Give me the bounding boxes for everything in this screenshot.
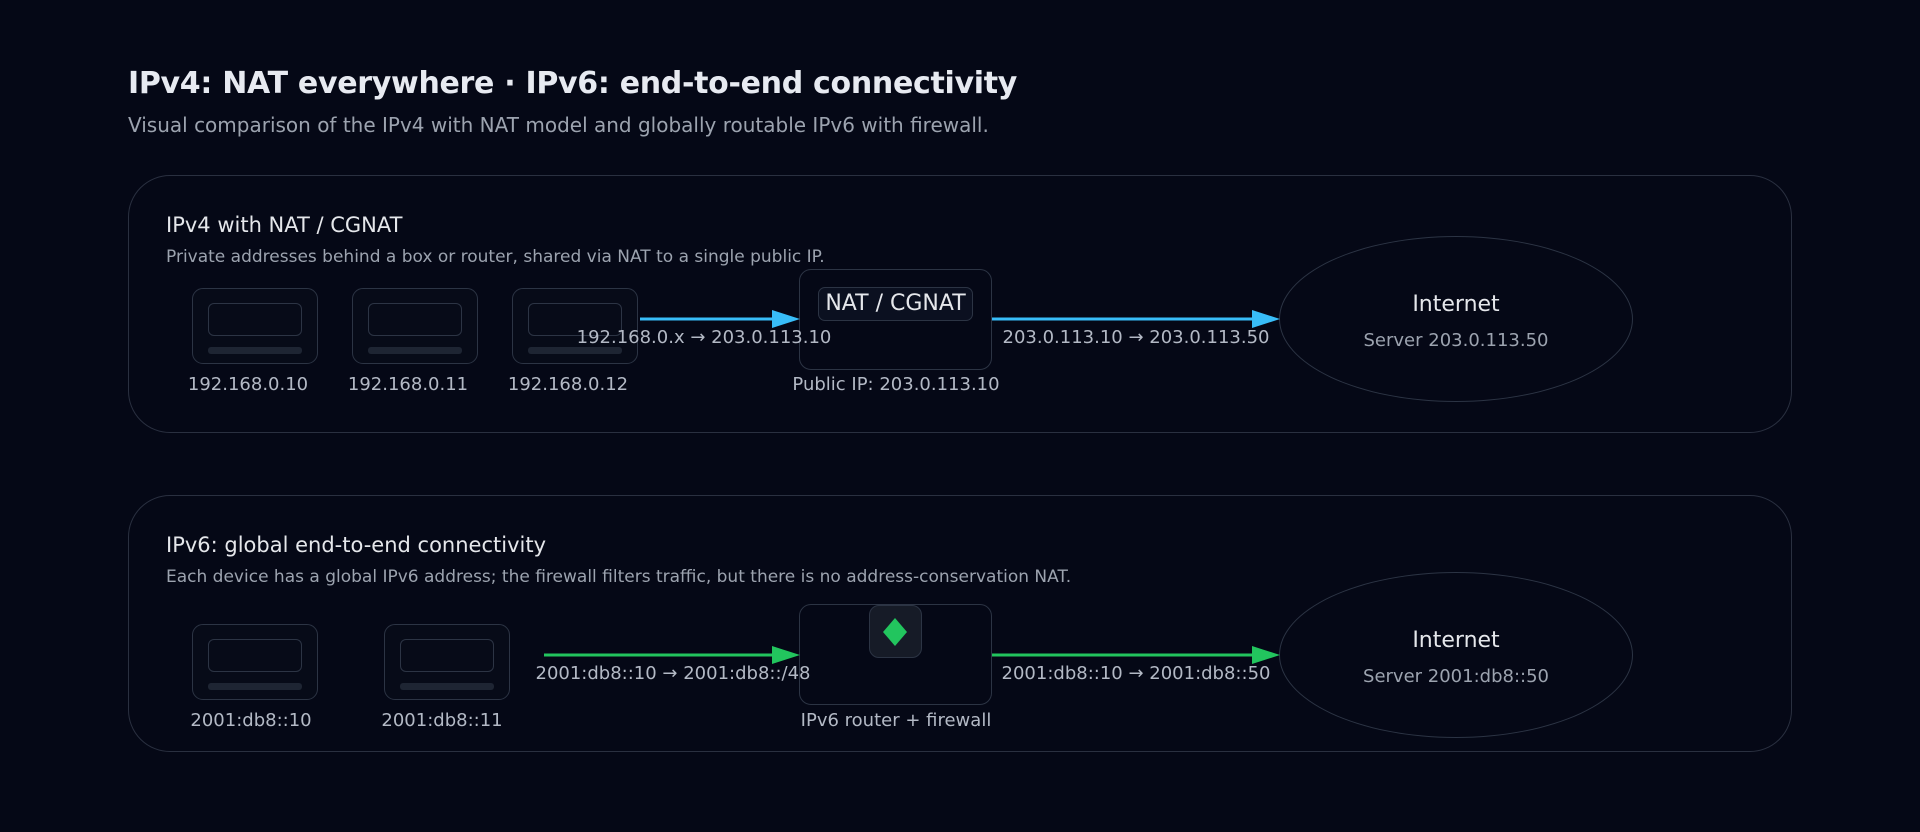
device-screen <box>208 303 302 336</box>
device-base <box>528 347 622 354</box>
device-screen <box>368 303 462 336</box>
ipv6-panel-title: IPv6: global end-to-end connectivity <box>166 533 547 557</box>
ipv6-device-2-address: 2001:db8::11 <box>381 710 503 731</box>
firewall-diamond-icon <box>883 618 907 646</box>
ipv4-panel-title: IPv4 with NAT / CGNAT <box>166 213 403 237</box>
device-base <box>400 683 494 690</box>
device-screen <box>400 639 494 672</box>
ipv6-link-out-label: 2001:db8::10 → 2001:db8::50 <box>1001 663 1271 684</box>
nat-public-ip-caption: Public IP: 203.0.113.10 <box>792 374 1000 395</box>
ipv4-device-2-address: 192.168.0.11 <box>347 374 469 395</box>
device-base <box>368 347 462 354</box>
ipv6-device-2 <box>384 624 510 700</box>
ipv6-internet-title: Internet <box>1412 628 1500 653</box>
ipv6-router-caption: IPv6 router + firewall <box>800 710 992 731</box>
page-subtitle: Visual comparison of the IPv4 with NAT m… <box>128 113 989 137</box>
device-base <box>208 347 302 354</box>
device-screen <box>208 639 302 672</box>
ipv4-device-2 <box>352 288 478 364</box>
ipv4-internet-server: Server 203.0.113.50 <box>1363 330 1549 351</box>
ipv6-link-in-label: 2001:db8::10 → 2001:db8::/48 <box>535 663 811 684</box>
ipv6-device-1-address: 2001:db8::10 <box>190 710 312 731</box>
ipv6-panel <box>128 495 1792 752</box>
ipv4-internet-title: Internet <box>1412 292 1500 317</box>
ipv4-device-1 <box>192 288 318 364</box>
ipv4-device-3 <box>512 288 638 364</box>
ipv4-device-1-address: 192.168.0.10 <box>187 374 309 395</box>
ipv6-internet-server: Server 2001:db8::50 <box>1363 666 1549 687</box>
nat-label: NAT / CGNAT <box>818 287 973 321</box>
ipv4-link-in-label: 192.168.0.x → 203.0.113.10 <box>576 327 832 348</box>
firewall-chip <box>869 605 922 658</box>
device-base <box>208 683 302 690</box>
ipv4-internet-cloud: Internet Server 203.0.113.50 <box>1279 236 1633 402</box>
ipv6-internet-cloud: Internet Server 2001:db8::50 <box>1279 572 1633 738</box>
page-title: IPv4: NAT everywhere · IPv6: end-to-end … <box>128 66 1018 101</box>
ipv4-device-3-address: 192.168.0.12 <box>507 374 629 395</box>
device-screen <box>528 303 622 336</box>
ipv4-panel-description: Private addresses behind a box or router… <box>166 247 825 267</box>
nat-gateway: NAT / CGNAT <box>799 269 992 370</box>
ipv6-panel-description: Each device has a global IPv6 address; t… <box>166 567 1072 587</box>
ipv6-device-1 <box>192 624 318 700</box>
ipv4-panel <box>128 175 1792 433</box>
ipv4-link-out-label: 203.0.113.10 → 203.0.113.50 <box>1002 327 1270 348</box>
